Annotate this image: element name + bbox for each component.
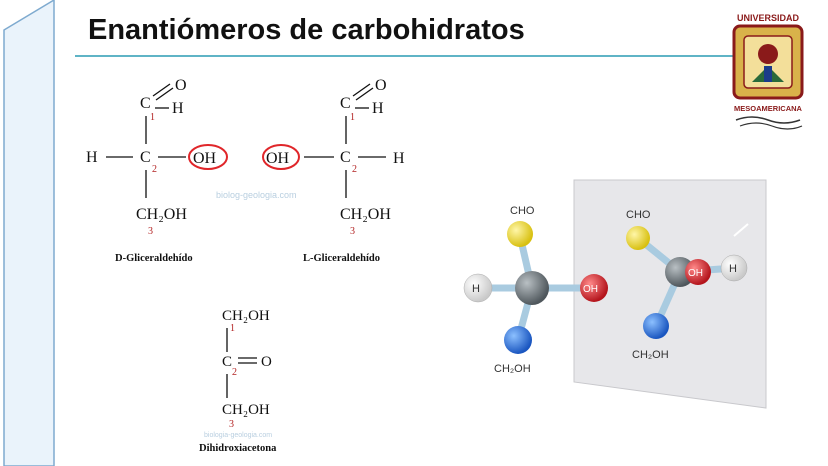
mirror-reflection-line [733,223,749,237]
l-carbon-number-1: 1 [350,112,355,123]
dha-top-group: CH₂OH [222,308,270,324]
dha-bottom-group: CH₂OH [222,402,270,418]
l-double-bond-1 [352,83,371,97]
left-top-label: CHO [510,205,535,217]
dha-center-c: C [222,354,232,370]
dha-carbon-number-1: 1 [230,323,235,334]
logo-top-text: UNIVERSIDAD [736,13,799,23]
d-aldehyde-o: O [175,77,187,94]
l-right-group: H [393,150,405,167]
l-bottom-group: CH₂OH [340,206,391,223]
right-oh-label: OH [688,268,703,279]
right-ch2oh-atom [643,313,669,339]
d-double-bond-1 [152,83,171,97]
l-glyceraldehyde-caption: L-Gliceraldehído [303,253,380,264]
logo-bottom-text: MESOAMERICANA [734,104,802,113]
dha-ketone-o: O [261,354,272,370]
l-aldehyde-o: O [375,77,387,94]
left-oh-atom [580,274,608,302]
l-double-bond-2 [355,87,374,101]
d-center-c: C [140,149,151,166]
left-h-atom [463,273,493,303]
l-aldehyde-h: H [372,100,384,117]
right-top-label: CHO [626,209,651,221]
right-oh-atom [685,259,711,285]
university-logo: UNIVERSIDAD MESOAMERICANA [722,8,814,132]
mirror-image-models: CHO H OH CH₂OH CHO OH H CH₂OH [463,179,767,409]
d-right-group: OH [193,150,217,167]
left-carbon-atom [515,271,549,305]
d-oh-highlight [188,144,228,170]
right-h-label: H [729,263,737,275]
right-h-atom [720,254,748,282]
l-carbon-number-2: 2 [352,164,357,175]
d-carbon-number-1: 1 [150,112,155,123]
left-left-label: H [472,283,480,295]
slide-edge-decoration [3,0,55,466]
left-bottom-label: CH₂OH [494,363,531,375]
l-left-group: OH [266,150,290,167]
right-bottom-label: CH₂OH [632,349,669,361]
l-center-c: C [340,149,351,166]
left-molecule-model: CHO H OH CH₂OH [463,205,608,375]
l-glyceraldehyde-structure: C O H 1 OH C 2 H CH₂OH 3 [262,77,405,237]
logo-emblem [732,24,804,130]
l-aldehyde-c: C [340,95,351,112]
d-aldehyde-c: C [140,95,151,112]
right-molecule-model: CHO OH H CH₂OH [626,209,748,361]
watermark-upper: biolog-geologia.com [216,190,297,200]
right-cho-atom [626,226,650,250]
slide-title: Enantiómeros de carbohidratos [88,14,525,46]
d-aldehyde-h: H [172,100,184,117]
watermark-lower: biologia-geologia.com [204,432,273,439]
dihydroxyacetone-caption: Dihidroxiacetona [199,443,277,454]
dihydroxyacetone-structure: CH₂OH 1 C 2 O CH₂OH 3 [222,308,272,430]
d-carbon-number-3: 3 [148,226,153,237]
d-carbon-number-2: 2 [152,164,157,175]
d-bottom-group: CH₂OH [136,206,187,223]
l-carbon-number-3: 3 [350,226,355,237]
dha-carbon-number-3: 3 [229,419,234,430]
title-underline [75,55,735,57]
d-left-group: H [86,149,98,166]
left-ch2oh-atom [504,326,532,354]
left-cho-atom [507,221,533,247]
left-right-label: OH [583,284,598,295]
d-double-bond-2 [155,87,174,101]
d-glyceraldehyde-structure: C O H 1 H C 2 OH CH₂OH 3 [86,77,228,237]
dha-carbon-number-2: 2 [232,367,237,378]
l-oh-highlight [262,144,300,170]
d-glyceraldehyde-caption: D-Gliceraldehído [115,253,193,264]
